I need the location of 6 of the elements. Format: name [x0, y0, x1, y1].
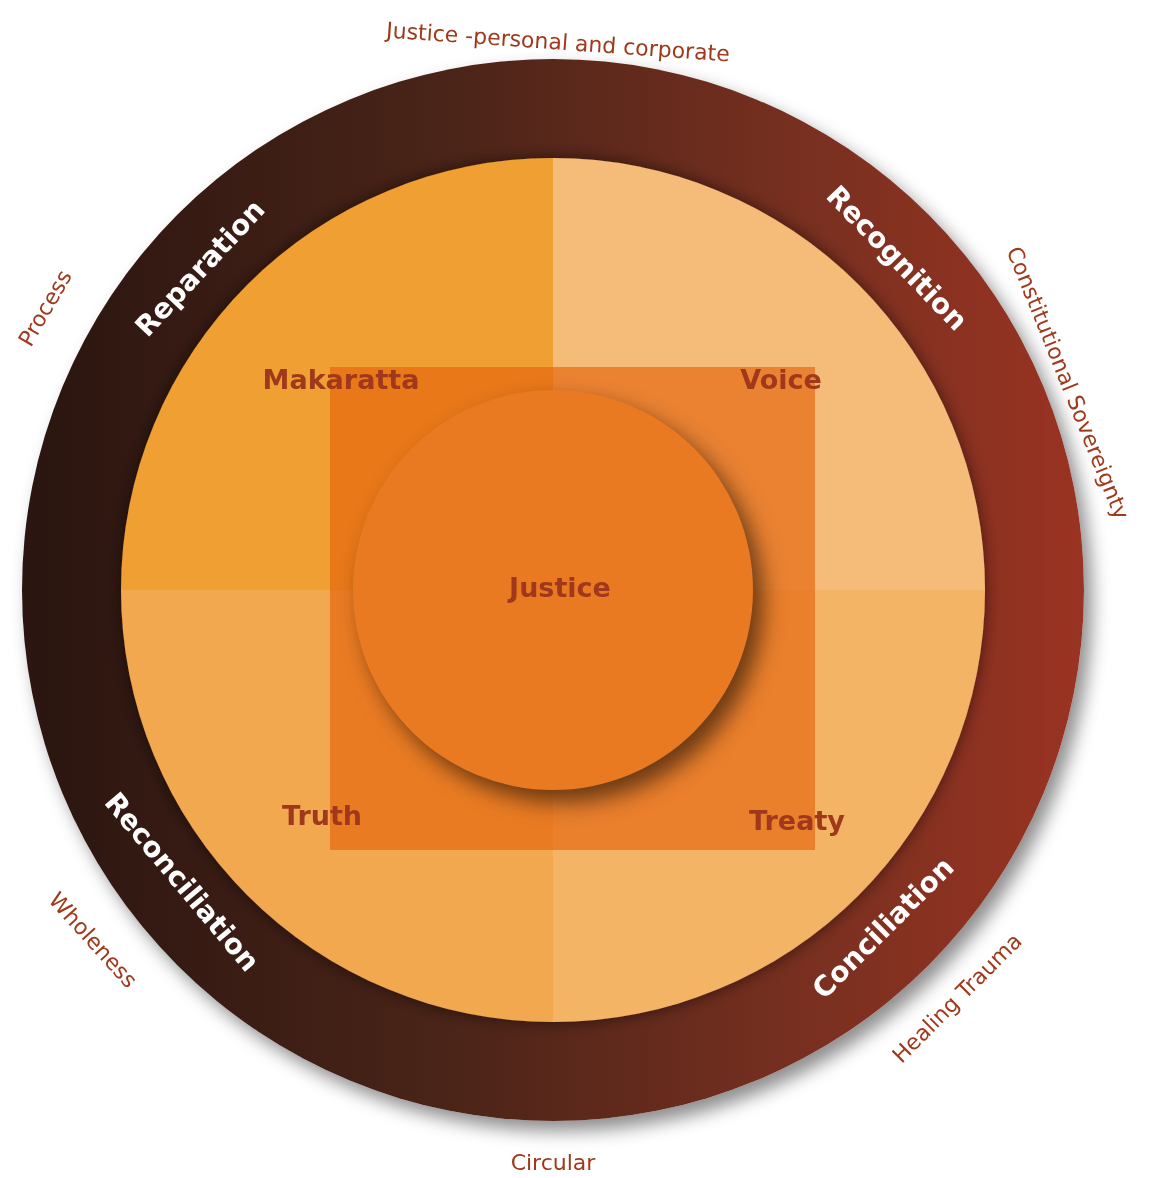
segment-label: Makaratta — [262, 363, 420, 395]
outer-label: Circular — [510, 1149, 596, 1175]
outer-label: Justice -personal and corporate — [385, 17, 731, 67]
segment-label: Treaty — [749, 804, 845, 836]
segment-label: Truth — [281, 799, 363, 831]
center-label: Justice — [509, 571, 611, 603]
